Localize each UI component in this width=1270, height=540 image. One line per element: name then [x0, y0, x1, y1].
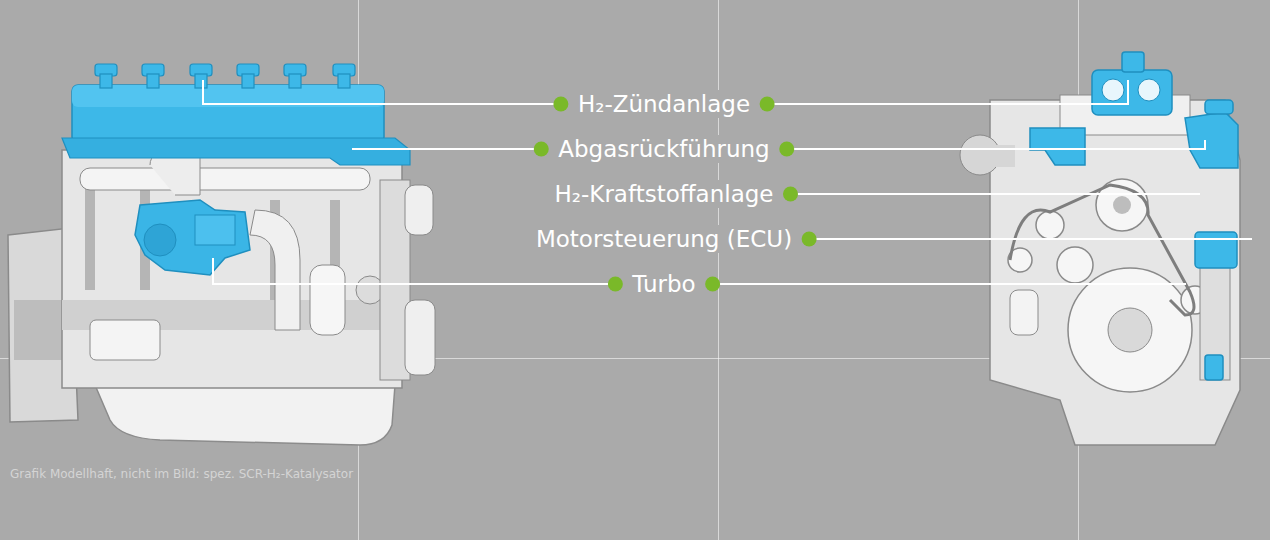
leader-line	[787, 140, 1205, 149]
callout-dot	[802, 232, 817, 247]
leader-line	[809, 238, 1252, 240]
callout-dot	[608, 277, 623, 292]
part-label: Turbo	[629, 270, 698, 298]
callout-dot	[760, 97, 775, 112]
part-label: Motorsteuerung (ECU)	[533, 225, 795, 253]
callout-dot	[783, 187, 798, 202]
callout-dot	[534, 142, 549, 157]
engine-front-view	[960, 52, 1240, 445]
leader-line	[767, 80, 1128, 104]
callout-dot	[553, 97, 568, 112]
leader-line	[203, 80, 561, 104]
leader-line	[713, 283, 1186, 285]
part-label: H₂-Zündanlage	[575, 90, 753, 118]
engine-side-view	[8, 64, 435, 445]
callout-dot	[705, 277, 720, 292]
leader-line	[213, 258, 615, 284]
leader-line	[790, 193, 1200, 195]
part-label: Abgasrückführung	[555, 135, 772, 163]
footnote: Grafik Modellhaft, nicht im Bild: spez. …	[8, 466, 355, 482]
callout-dot	[779, 142, 794, 157]
leader-line	[352, 148, 541, 150]
part-label: H₂-Kraftstoffanlage	[552, 180, 777, 208]
